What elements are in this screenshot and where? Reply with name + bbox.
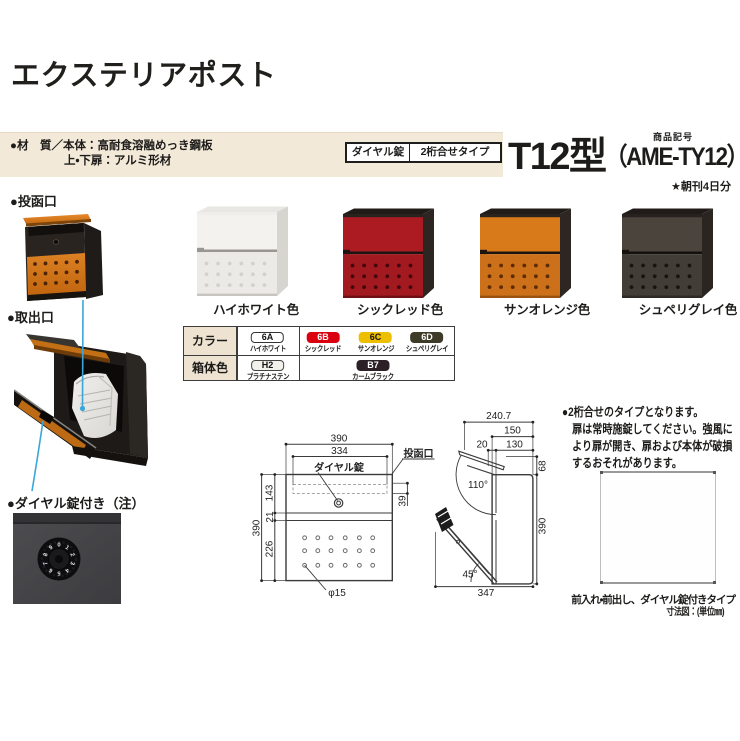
color-chip-6C: 6C — [358, 332, 392, 343]
usage-notes: ●2桁合せのタイプとなります。 扉は常時施錠してください。強風に より扉が開き、… — [562, 405, 733, 470]
color-chip-B7: B7 — [356, 360, 390, 371]
svg-text:4: 4 — [63, 566, 70, 573]
product-code: （AME-TY12） — [605, 143, 740, 171]
material-spec-line2: 上・下扉：アルミ形材 — [64, 154, 172, 167]
svg-text:150: 150 — [504, 426, 521, 437]
svg-text:0: 0 — [57, 543, 60, 549]
svg-text:2: 2 — [68, 552, 75, 557]
badge-dial-lock: ダイヤル錠 — [347, 144, 410, 161]
svg-text:3: 3 — [68, 561, 75, 567]
variant-label-gray: シュペリグレイ色 — [638, 303, 738, 317]
svg-text:φ15: φ15 — [328, 588, 346, 599]
front-view-holes — [302, 535, 376, 568]
svg-text:110°: 110° — [468, 480, 488, 491]
table-col-divider-2 — [298, 327, 300, 380]
page-title: エクステリアポスト — [11, 60, 277, 92]
open-lid — [23, 214, 91, 224]
svg-text:39: 39 — [398, 495, 409, 507]
svg-text:347: 347 — [478, 588, 495, 599]
color-chip-name: サンオレンジ — [357, 344, 394, 353]
model-name: T12型 — [508, 136, 607, 178]
corner-mark — [713, 581, 716, 584]
dimension-diagram: 390 334 ダイヤル錠 投函口 39 143 21 226 390 φ15 … — [252, 411, 549, 599]
svg-text:1: 1 — [64, 545, 71, 552]
color-chip-name: シュペリグレイ — [405, 344, 449, 353]
corner-mark — [600, 581, 603, 584]
svg-text:6: 6 — [47, 566, 54, 573]
svg-text:45°: 45° — [462, 570, 477, 581]
photo-posting-slot — [23, 214, 103, 301]
color-chip-6D: 6D — [410, 332, 444, 343]
color-chip-6A: 6A — [250, 332, 284, 343]
color-chip-H2: H2 — [250, 360, 284, 371]
corner-mark — [713, 471, 716, 474]
variant-box-0 — [197, 206, 288, 296]
svg-text:390: 390 — [252, 519, 263, 536]
color-chip-name: シックレッド — [304, 344, 342, 353]
color-chip-name: プラチナステン — [246, 372, 289, 381]
lock-knob — [52, 239, 60, 245]
svg-text:130: 130 — [506, 440, 523, 451]
feature-dial-label: ●ダイヤル錠付き（注） — [7, 496, 145, 511]
material-spec-line1: ●材 質／本体：高耐食溶融めっき鋼板 — [10, 140, 213, 152]
badge-two-digit: 2桁合せタイプ — [420, 146, 490, 159]
svg-text:9: 9 — [48, 544, 55, 551]
variant-label-red: シックレッド色 — [356, 303, 444, 317]
svg-text:21: 21 — [265, 511, 276, 523]
svg-text:7: 7 — [43, 561, 50, 566]
variant-label-white: ハイホワイト色 — [213, 303, 299, 317]
variant-label-orange: サンオレンジ色 — [503, 303, 591, 317]
svg-text:68: 68 — [538, 460, 549, 472]
svg-text:20: 20 — [476, 440, 488, 451]
feature-outlet-label: ●取出口 — [7, 310, 54, 325]
variant-box-1 — [343, 208, 434, 298]
table-col-divider-1 — [236, 327, 238, 380]
svg-text:8: 8 — [43, 552, 50, 558]
footer-type-label: 前入れ・前出し、ダイヤル錠付きタイプ — [571, 594, 736, 606]
table-row-divider — [184, 354, 454, 356]
color-chip-name: カームブラック — [352, 372, 394, 381]
svg-text:226: 226 — [265, 540, 276, 557]
svg-text:390: 390 — [331, 434, 348, 445]
svg-text:5: 5 — [57, 569, 61, 575]
color-chip-6B: 6B — [306, 332, 340, 343]
corner-mark — [600, 471, 603, 474]
color-table-header-body: 箱体色 — [184, 356, 236, 380]
dim-dots — [260, 420, 539, 588]
svg-text:240.7: 240.7 — [486, 411, 511, 422]
footer-unit-label: 寸法図：(単位㎜) — [666, 607, 724, 618]
svg-text:143: 143 — [265, 484, 276, 501]
color-table-header-color: カラー — [184, 327, 236, 355]
svg-text:ダイヤル錠: ダイヤル錠 — [314, 461, 365, 474]
product-code-mark: 商品記号 — [653, 132, 694, 142]
variant-box-3 — [622, 208, 713, 298]
panel-holes — [33, 259, 79, 286]
variant-box-2 — [480, 208, 571, 298]
photo-takeout-door — [14, 334, 148, 466]
svg-text:334: 334 — [331, 446, 348, 457]
svg-text:390: 390 — [538, 517, 549, 534]
color-chip-name: ハイホワイト — [249, 344, 286, 353]
lock-type-badge: ダイヤル錠 2桁合せタイプ — [345, 142, 502, 163]
capacity-note: ★朝刊4日分 — [671, 181, 731, 193]
front-view-placeholder — [600, 471, 716, 584]
svg-text:投函口: 投函口 — [404, 447, 434, 460]
feature-slot-label: ●投函口 — [10, 194, 57, 209]
